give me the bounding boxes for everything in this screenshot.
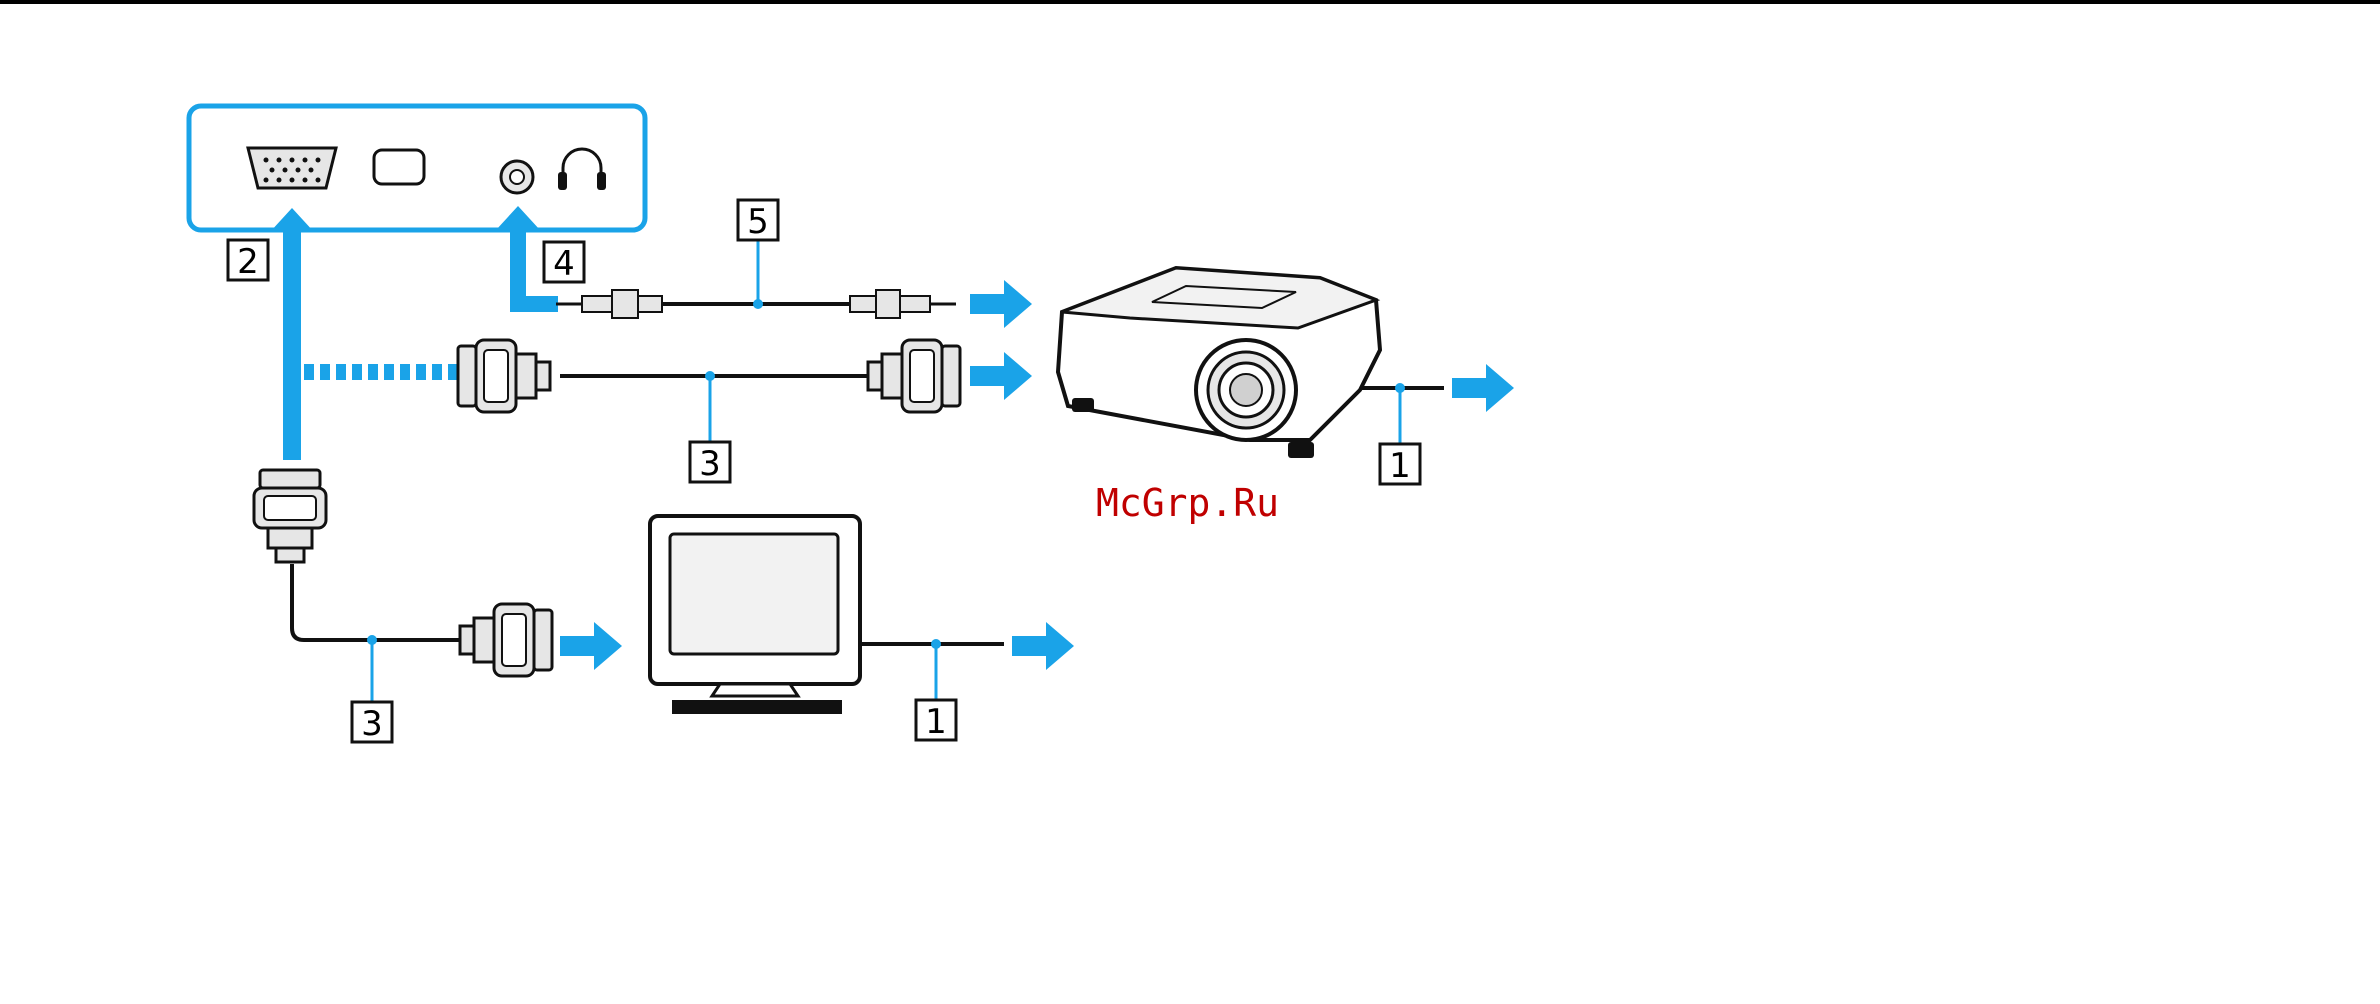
svg-text:3: 3 — [699, 444, 721, 484]
hdmi-port-icon — [374, 150, 424, 184]
arrow-icon — [560, 622, 622, 670]
laptop-port-panel — [189, 106, 645, 230]
svg-text:1: 1 — [925, 702, 947, 742]
vga-connector-icon — [254, 470, 326, 562]
audio-plug-icon — [850, 290, 956, 318]
callout-laptop-vga: 2 — [228, 240, 268, 282]
audio-jack-icon — [501, 161, 533, 193]
vga-port-icon — [248, 148, 336, 188]
callout-vga-cable-monitor: 3 — [352, 702, 392, 744]
arrow-icon — [1452, 364, 1514, 412]
svg-text:5: 5 — [747, 202, 769, 242]
svg-text:4: 4 — [553, 244, 575, 284]
callout-laptop-audio: 4 — [544, 242, 584, 284]
audio-cable: 5 — [556, 200, 956, 318]
headphone-icon — [558, 149, 606, 190]
vga-cable-monitor: 3 — [254, 470, 552, 744]
svg-text:2: 2 — [237, 242, 259, 282]
callout-monitor-power: 1 — [916, 700, 956, 742]
dashed-link — [304, 364, 458, 380]
watermark: McGrp.Ru — [1096, 481, 1279, 525]
vga-cable-projector: 3 — [458, 340, 960, 484]
audio-plug-icon — [556, 290, 662, 318]
arrow-icon — [270, 208, 314, 460]
vga-connector-icon — [868, 340, 960, 412]
arrow-icon — [970, 352, 1032, 400]
monitor-icon: 1 — [650, 516, 1004, 742]
projector-icon: 1 — [1058, 268, 1444, 486]
callout-projector-power: 1 — [1380, 444, 1420, 486]
arrow-icon — [970, 280, 1032, 328]
callout-vga-cable-projector: 3 — [690, 442, 730, 484]
vga-connector-icon — [458, 340, 550, 412]
arrow-icon — [1012, 622, 1074, 670]
svg-text:1: 1 — [1389, 446, 1411, 486]
callout-audio-cable: 5 — [738, 200, 778, 242]
svg-text:3: 3 — [361, 704, 383, 744]
vga-connector-icon — [460, 604, 552, 676]
